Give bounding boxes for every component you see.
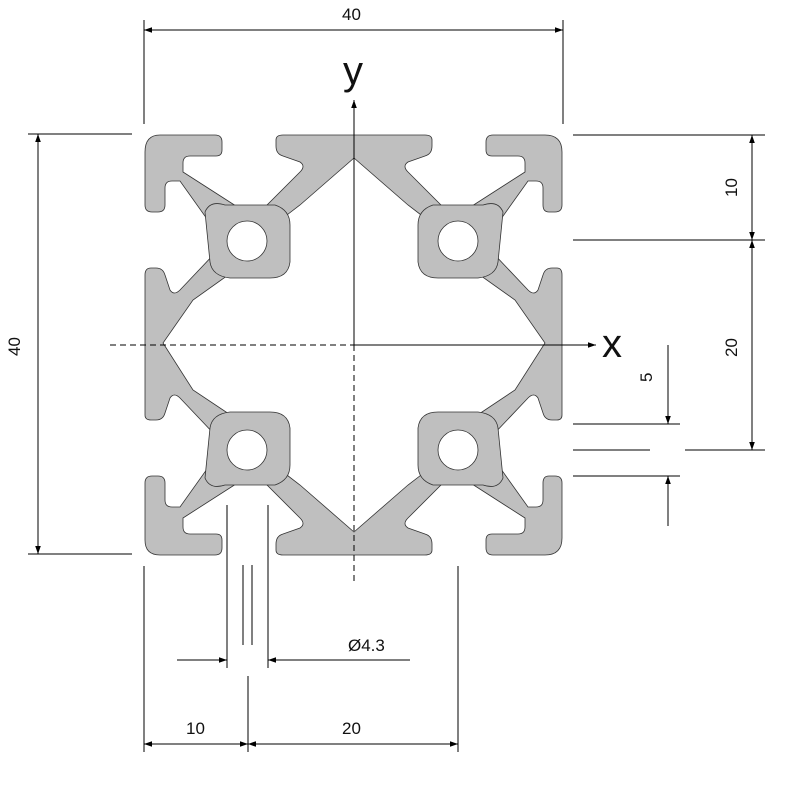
corner-hole-bottom-right <box>417 411 504 487</box>
slot-width-label: 5 <box>637 373 656 382</box>
dimension-hole-diameter: Ø4.3 <box>177 505 410 668</box>
corner-hole-top-left <box>204 203 291 279</box>
left-height-label: 40 <box>5 337 24 356</box>
dimension-slot-width: 5 <box>573 345 680 526</box>
corner-hole-bottom-left <box>204 411 291 487</box>
dimension-top-width: 40 <box>143 5 564 124</box>
y-axis-label: y <box>343 49 363 93</box>
corner-hole-top-right <box>417 203 504 279</box>
bottom-left-label: 10 <box>186 719 205 738</box>
dimension-bottom: 10 20 <box>143 566 459 752</box>
dimension-left-height: 40 <box>5 133 132 555</box>
dimension-right-stack: 10 20 <box>573 134 765 451</box>
right-mid-label: 20 <box>722 338 741 357</box>
right-slot-depth-label: 10 <box>722 178 741 197</box>
top-width-label: 40 <box>342 5 361 24</box>
x-axis-label: x <box>602 322 622 366</box>
bottom-right-label: 20 <box>342 719 361 738</box>
coordinate-axes: y x <box>110 49 622 585</box>
hole-diameter-label: Ø4.3 <box>348 636 385 655</box>
